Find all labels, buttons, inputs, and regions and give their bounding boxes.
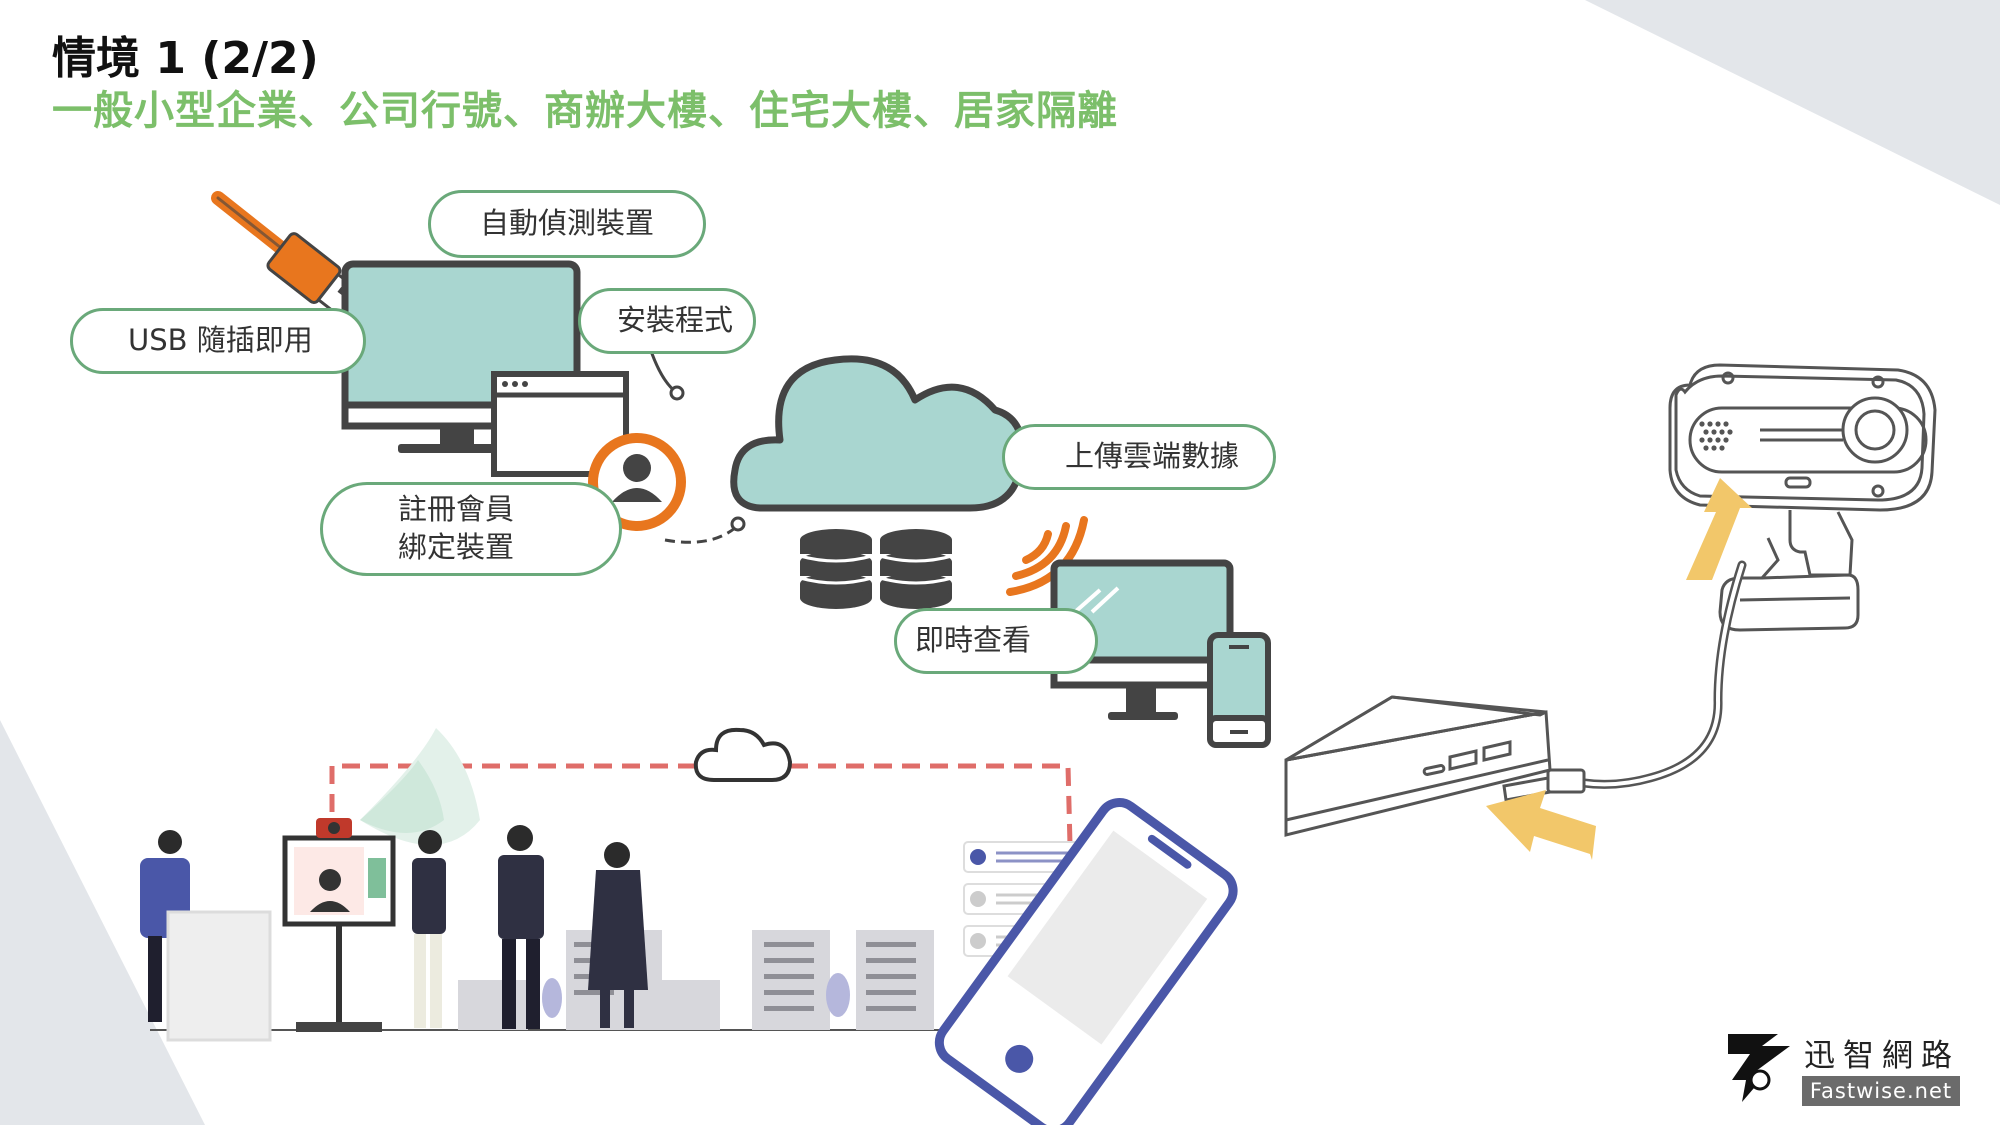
app-window-icon [491, 371, 629, 477]
callout-label: 即時查看 [915, 623, 1032, 658]
person-figure [412, 830, 446, 1028]
desktop-monitor-icon [1050, 559, 1234, 720]
smartphone-icon [1207, 632, 1271, 748]
person-figure [588, 842, 648, 1028]
callout-cloud-upload: 上傳雲端數據 [1002, 424, 1276, 490]
brand-url: Fastwise.net [1802, 1076, 1960, 1106]
upload-arrow-icon [1686, 478, 1752, 580]
cloud-icon [730, 355, 1026, 512]
callout-usb-plug-and-play: USB 隨插即用 [70, 308, 366, 374]
database-icon [799, 529, 873, 609]
smartphone-icon [934, 798, 1238, 1125]
callout-label: 自動偵測裝置 [479, 206, 654, 241]
webcam-icon [1668, 363, 1937, 632]
brand-name: 迅智網路 [1804, 1038, 1960, 1074]
brand-logo: 迅智網路 Fastwise.net [1722, 1028, 1962, 1106]
register-leader-dot [730, 516, 746, 532]
brand-logo-mark [1728, 1034, 1790, 1102]
dashed-link-line [329, 763, 1073, 846]
callout-label: 上傳雲端數據 [1064, 439, 1239, 474]
callout-label: 綁定裝置 [397, 530, 514, 564]
install-leader-dot [669, 385, 685, 401]
corner-shape-bottom-left [0, 720, 205, 1125]
person-figure [140, 830, 272, 1042]
wifi-signal-icon [360, 728, 480, 845]
callout-register: 註冊會員 綁定裝置 [320, 482, 622, 576]
cloud-icon [693, 727, 793, 782]
callout-auto-detect: 自動偵測裝置 [428, 190, 706, 258]
upload-arrow-icon [1486, 790, 1596, 860]
callout-label: 安裝程式 [616, 303, 733, 338]
kiosk-face-scanner-icon [282, 818, 396, 1032]
callout-install: 安裝程式 [578, 288, 756, 354]
corner-shape-top-right [1585, 0, 2000, 205]
mini-pc-icon [1284, 695, 1586, 837]
callout-label: 註冊會員 [397, 492, 514, 527]
person-figure [498, 825, 544, 1029]
slide-title: 情境 1 (2/2) [52, 33, 319, 84]
callout-realtime-view: 即時查看 [894, 608, 1098, 674]
slide-subtitle: 一般小型企業、公司行號、商辦大樓、住宅大樓、居家隔離 [52, 88, 1118, 134]
callout-label: USB 隨插即用 [128, 323, 313, 358]
database-icon [879, 529, 953, 609]
